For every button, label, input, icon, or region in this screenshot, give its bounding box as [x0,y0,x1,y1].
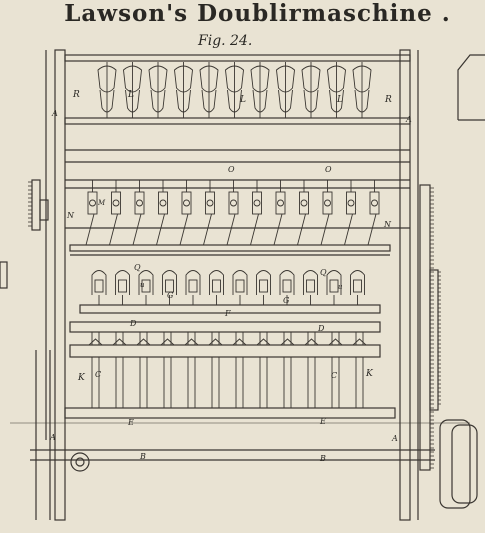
label-M: M [97,199,106,207]
bobbin [123,62,142,118]
upright [328,331,343,408]
spindle-assembly [250,180,262,246]
label-K-left: K [77,373,86,383]
label-Q-1: Q [134,263,141,272]
label-F: F [224,309,231,318]
spindle-assembly [344,180,356,246]
label-A-top-left: A [51,109,58,118]
label-C-left: C [95,370,101,379]
label-G-1: G [167,291,174,300]
bobbin [327,62,346,118]
label-B-right: B [319,454,326,463]
label-D-1: D [129,319,137,328]
bobbin [225,62,244,118]
spindle-assembly [273,180,286,246]
spinning-head [162,270,177,305]
label-R-right: R [384,95,392,105]
spinning-head [115,270,130,305]
spindle-assembly [109,180,121,246]
upright [136,331,151,408]
bobbin [250,62,270,118]
figure-number: Fig. 24. [198,33,253,49]
label-L-1: L [127,90,134,100]
left-post [54,49,66,521]
label-L-3: L [336,95,343,105]
upright [160,331,175,408]
upright [352,331,367,408]
spinning-head [303,270,318,305]
label-D-2: D [317,324,325,333]
label-G-2: G [283,296,290,305]
spinning-head [138,270,154,305]
upright [208,331,223,408]
label-N-right: N [383,220,392,229]
spinning-head [326,270,342,305]
label-N-left: N [66,211,75,220]
label-A-top-right: A [405,115,412,124]
label-O-2: O [325,165,332,174]
spindle-assembly [203,180,215,246]
upright [304,331,319,408]
spinning-head [256,270,271,305]
spindle-assembly [179,180,192,246]
label-E-right: E [319,417,326,426]
upright [184,331,199,408]
bobbin [352,62,372,118]
spinning-head [350,270,365,305]
label-u-1: u [140,281,145,289]
label-R-left: R [72,90,80,100]
spindle-assembly [320,180,333,246]
label-Q-2: Q [320,268,327,277]
spinning-head [185,270,201,305]
bobbin [301,62,321,118]
label-L-2: L [239,95,246,105]
bobbin [276,62,295,118]
right-post [399,49,411,521]
spindle-assembly [367,180,380,246]
upright [232,331,247,408]
spindle-assembly [156,180,168,246]
label-A-bottom-right: A [391,434,398,443]
spindle-assembly [85,180,98,246]
bobbin [174,62,193,118]
spindle-assembly [132,180,145,246]
spindle-assembly [297,180,309,246]
bobbin [199,62,219,118]
upright [256,331,271,408]
spindle-assembly [226,180,239,246]
spinning-head [232,270,248,305]
bobbin [148,62,168,118]
spinning-head [91,270,107,305]
spinning-head [279,270,295,305]
upright [112,331,127,408]
label-u-2: u [338,283,343,291]
label-C-right: C [331,371,337,380]
label-A-bottom-left: A [49,433,56,442]
label-K-right: K [365,369,374,379]
label-O-1: O [228,165,235,174]
spinning-head [209,270,224,305]
upright [280,331,295,408]
label-E-left: E [127,418,134,427]
label-B-left: B [139,452,146,461]
upright [88,331,103,408]
bobbin [97,62,117,118]
plate-title: Lawson's Doublirmaschine . [64,0,451,27]
